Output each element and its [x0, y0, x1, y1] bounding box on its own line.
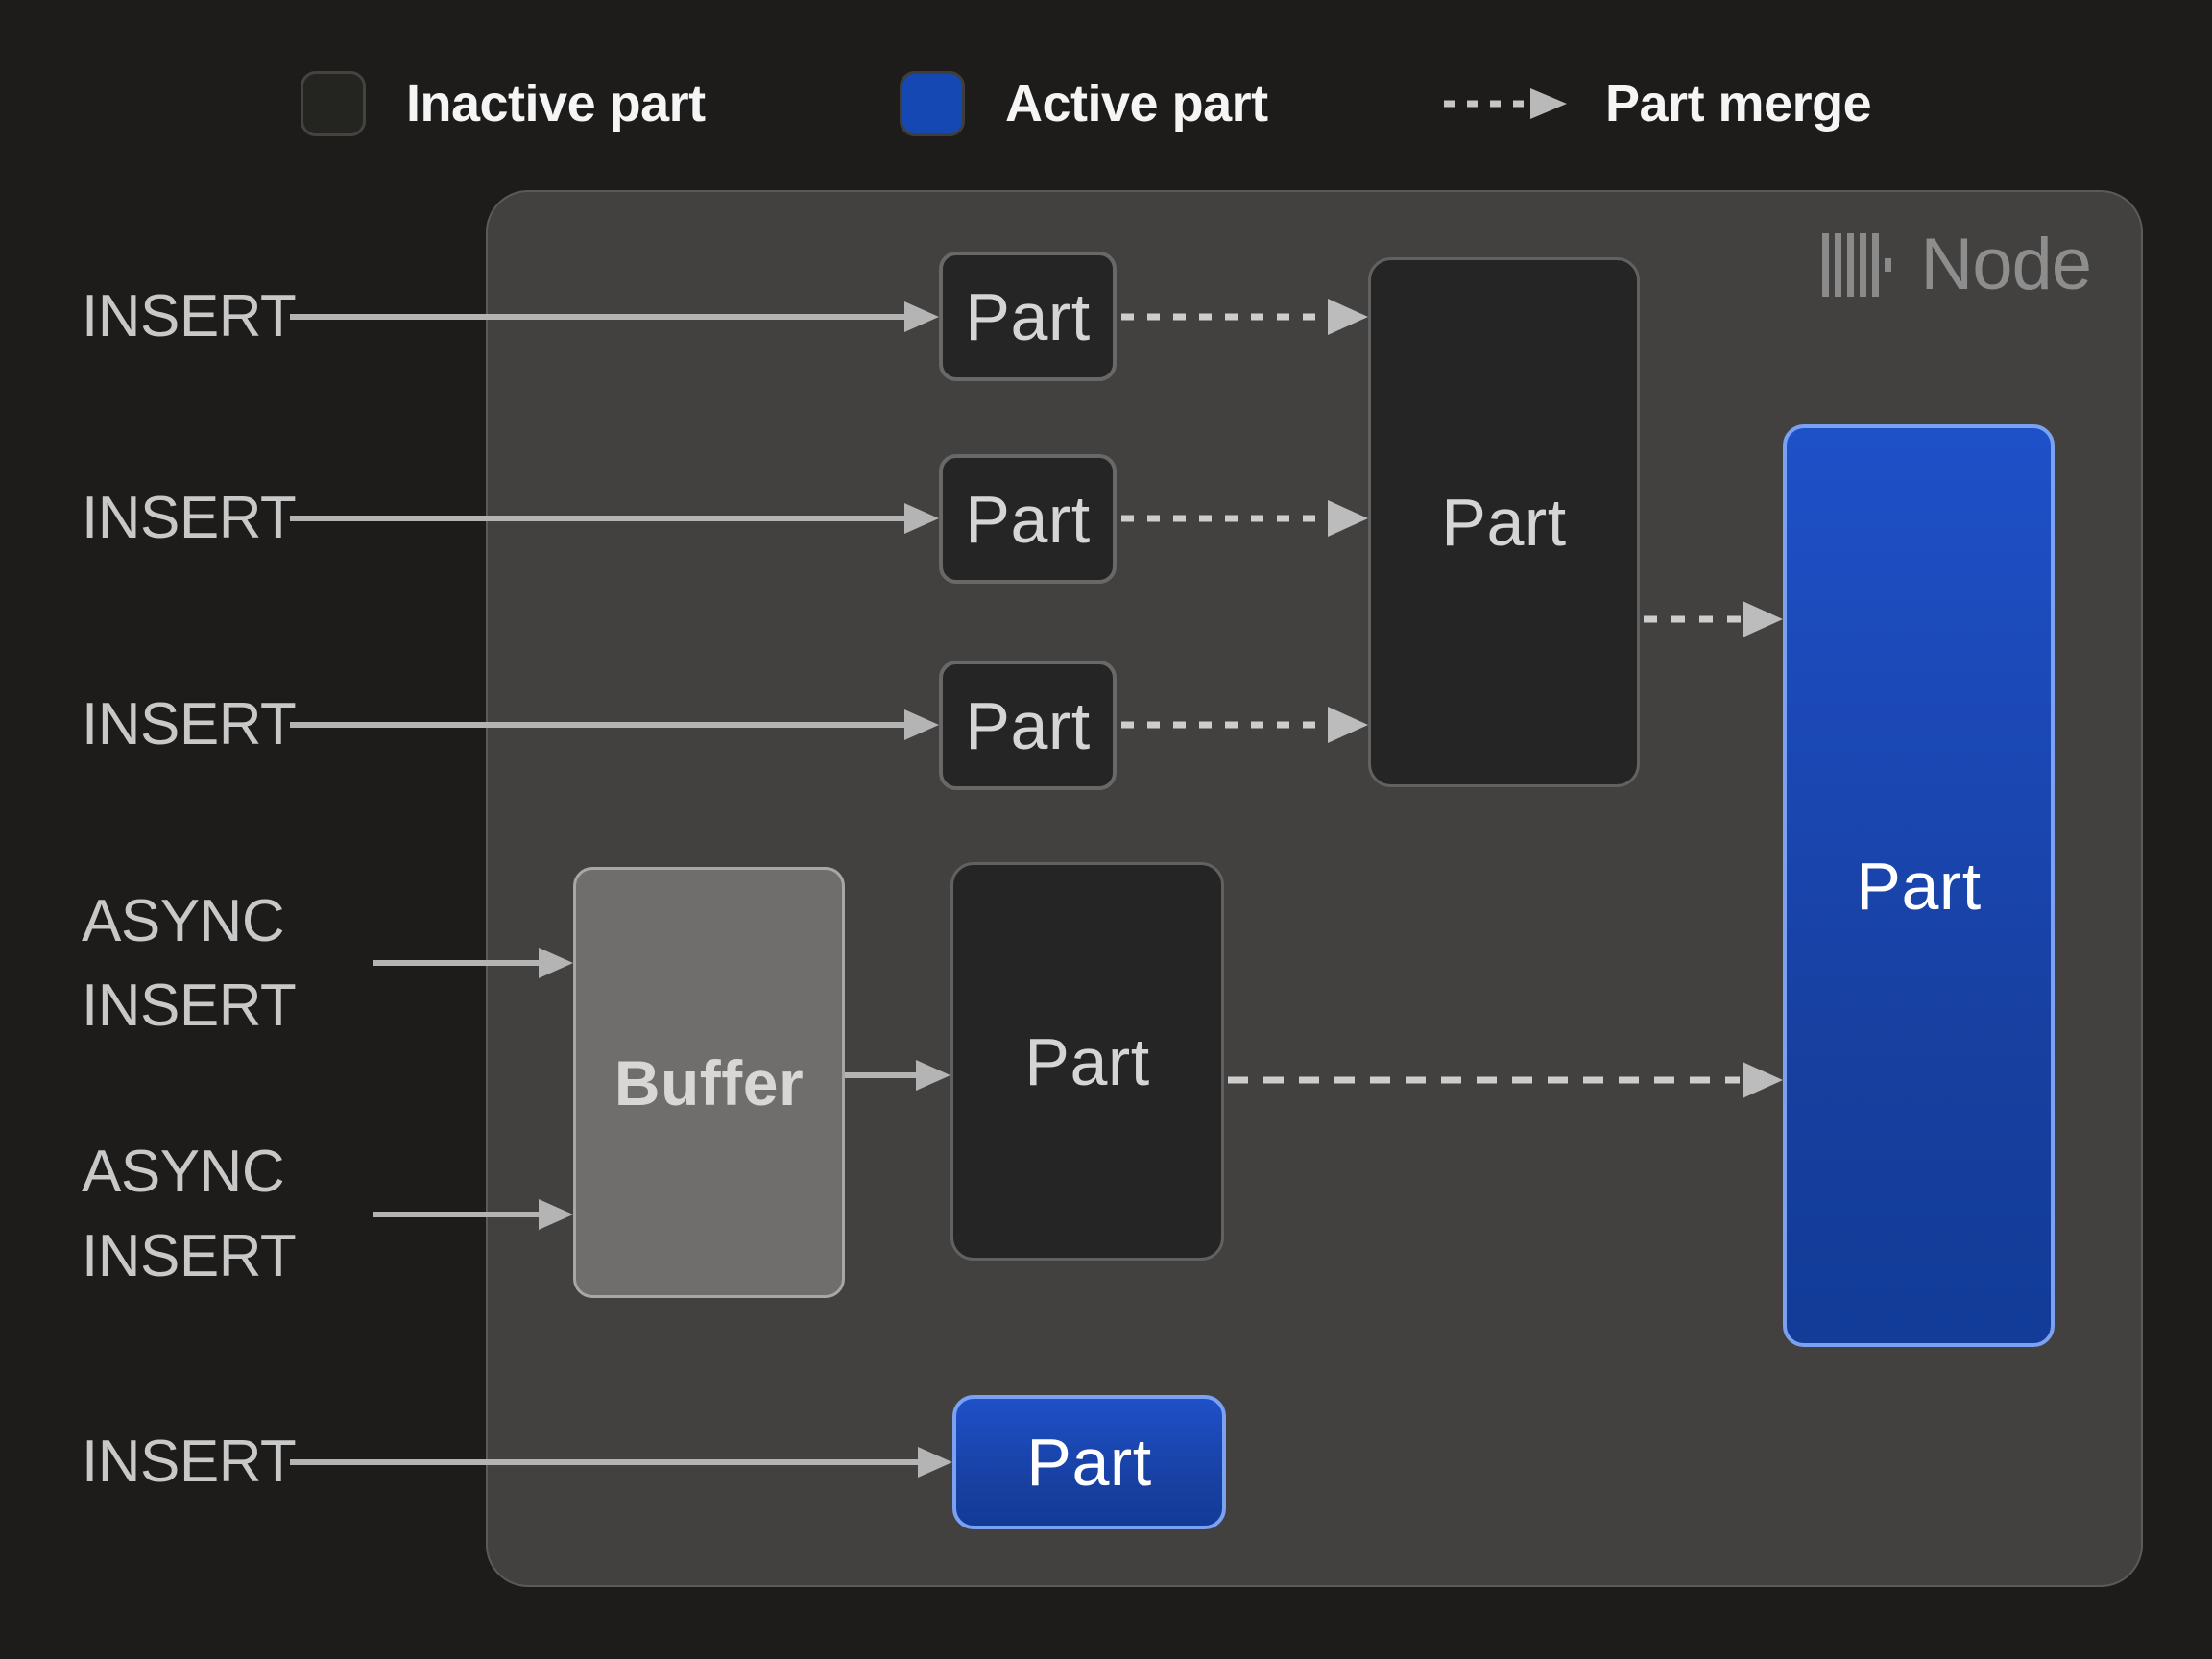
part-box-active-small: Part: [952, 1395, 1226, 1529]
insert-label-3: INSERT: [82, 691, 297, 757]
part-box-buffered: Part: [950, 862, 1224, 1261]
async-label-line2: INSERT: [82, 1223, 297, 1289]
part-box-label: Part: [965, 687, 1091, 763]
legend-inactive-label: Inactive part: [406, 75, 706, 132]
part-box-small-1: Part: [939, 252, 1117, 381]
part-box-active-large: Part: [1783, 424, 2055, 1347]
async-insert-label-2: ASYNC INSERT: [82, 1130, 297, 1299]
part-box-label: Part: [1026, 1425, 1152, 1500]
async-insert-label-1: ASYNC INSERT: [82, 879, 297, 1048]
part-box-label: Part: [1441, 485, 1567, 560]
buffer-label: Buffer: [613, 1046, 805, 1118]
part-box-label: Part: [1024, 1023, 1150, 1099]
node-title: Node: [1920, 224, 2092, 305]
part-box-merged: Part: [1368, 257, 1640, 787]
inactive-part-swatch: [301, 71, 366, 136]
node-header: Node: [1822, 223, 2092, 306]
buffer-box: Buffer: [573, 867, 845, 1298]
part-box-small-2: Part: [939, 454, 1117, 584]
async-label-line2: INSERT: [82, 973, 297, 1039]
insert-label-bottom: INSERT: [82, 1429, 297, 1495]
async-label-line1: ASYNC: [82, 888, 285, 954]
legend-item-merge: Part merge: [1440, 69, 1872, 138]
legend-item-active: Active part: [900, 69, 1268, 138]
legend-item-inactive: Inactive part: [301, 69, 706, 138]
insert-label-1: INSERT: [82, 283, 297, 349]
legend-active-label: Active part: [1005, 75, 1268, 132]
clickhouse-logo-icon: [1822, 232, 1892, 297]
async-label-line1: ASYNC: [82, 1139, 285, 1205]
part-box-label: Part: [1856, 848, 1982, 924]
part-box-small-3: Part: [939, 661, 1117, 790]
merge-arrow-icon: [1444, 88, 1567, 119]
active-part-swatch: [900, 71, 965, 136]
part-box-label: Part: [965, 278, 1091, 354]
insert-label-2: INSERT: [82, 485, 297, 551]
legend-merge-label: Part merge: [1605, 75, 1872, 132]
part-box-label: Part: [965, 481, 1091, 557]
